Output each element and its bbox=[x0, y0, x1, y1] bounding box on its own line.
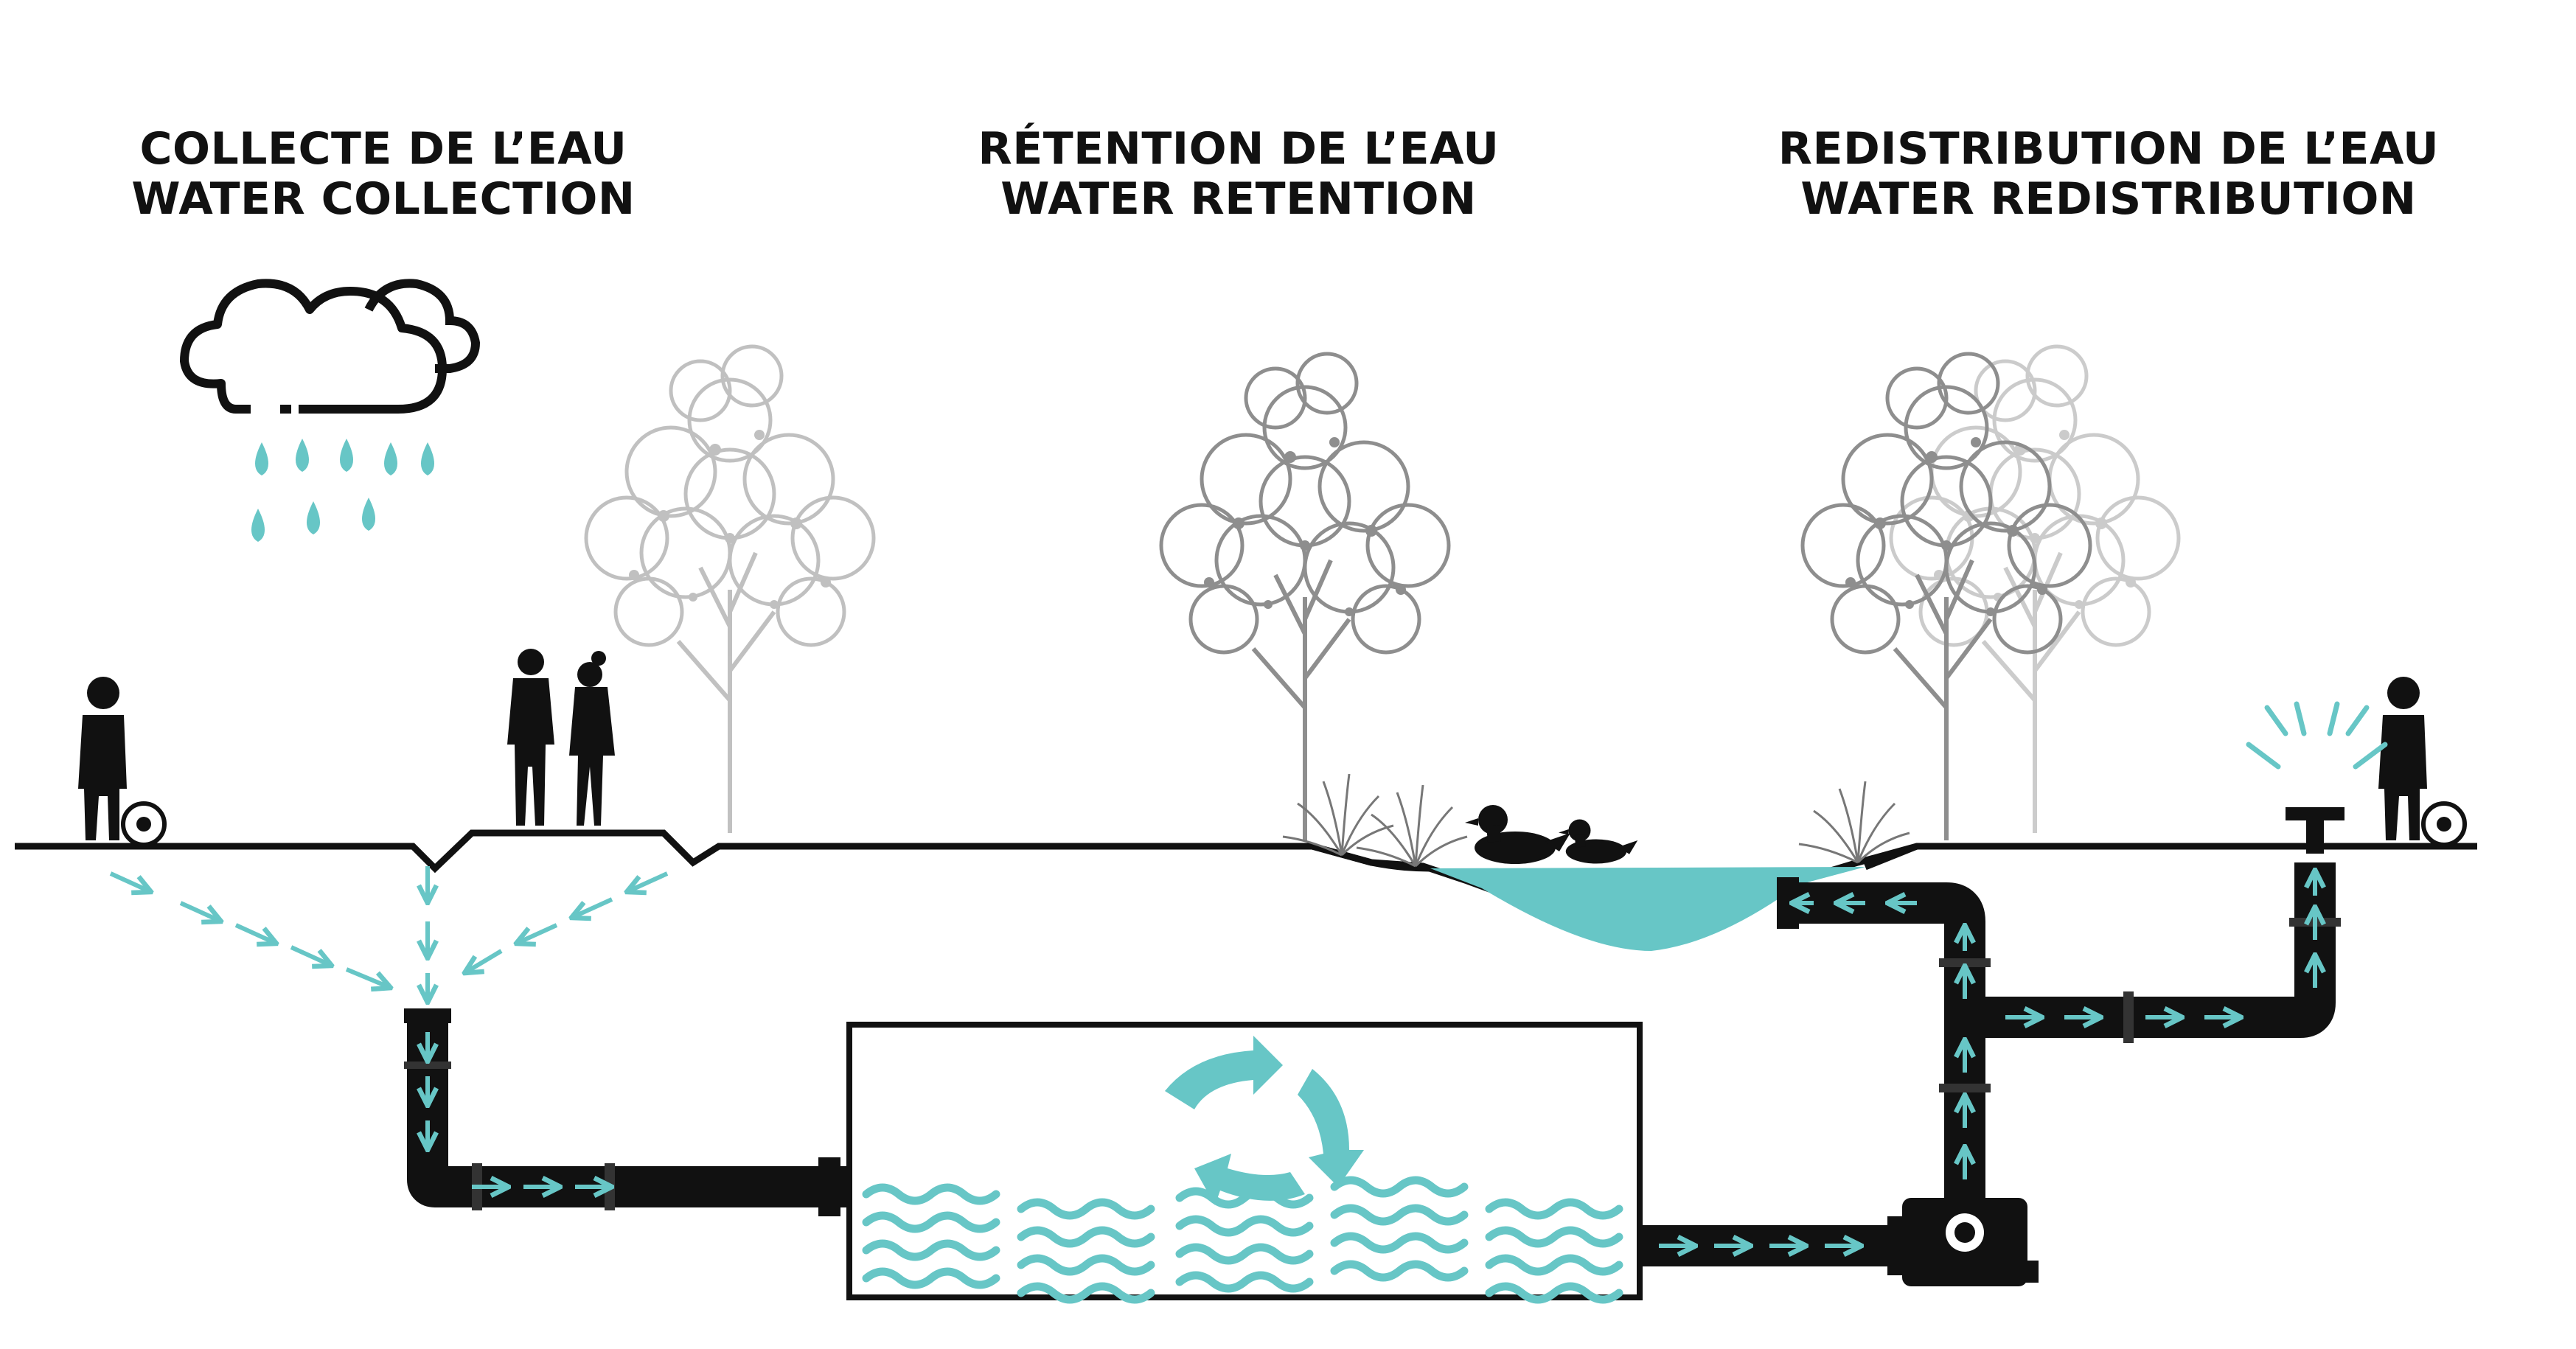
heading-water-retention: RÉTENTION DE L’EAU WATER RETENTION bbox=[958, 124, 1519, 224]
heading-redistribution-en: WATER REDISTRIBUTION bbox=[1800, 173, 2417, 225]
infiltration-arrows bbox=[109, 866, 669, 1003]
person-with-ball-icon bbox=[78, 677, 164, 845]
reeds-icon bbox=[1355, 784, 1469, 868]
ground-line bbox=[15, 829, 2477, 933]
cistern-tank bbox=[846, 1022, 1643, 1300]
tree-icon bbox=[1161, 354, 1449, 840]
heading-water-collection: COLLECTE DE L’EAU WATER COLLECTION bbox=[103, 124, 664, 224]
sprinkler-icon bbox=[2246, 701, 2388, 854]
pump-icon bbox=[1887, 1198, 2039, 1286]
distribution-pipes bbox=[1792, 862, 2336, 1198]
duck-icon bbox=[1559, 820, 1637, 864]
heading-collection-fr: COLLECTE DE L’EAU bbox=[139, 123, 627, 175]
heading-redistribution-fr: REDISTRIBUTION DE L’EAU bbox=[1778, 123, 2440, 175]
tree-icon bbox=[1803, 354, 2090, 840]
collection-pipe bbox=[404, 1008, 848, 1216]
heading-water-redistribution: REDISTRIBUTION DE L’EAU WATER REDISTRIBU… bbox=[1755, 124, 2462, 224]
tree-icon bbox=[586, 346, 874, 833]
rain-cloud-icon bbox=[180, 279, 481, 542]
heading-retention-fr: RÉTENTION DE L’EAU bbox=[978, 123, 1500, 175]
distribution-arrows bbox=[1792, 870, 2315, 1179]
cistern-cycle-icon bbox=[1165, 1036, 1364, 1205]
heading-retention-en: WATER RETENTION bbox=[1000, 173, 1477, 225]
couple-walking-icon bbox=[507, 649, 615, 826]
person-with-ball-icon bbox=[2378, 677, 2465, 845]
heading-collection-en: WATER COLLECTION bbox=[131, 173, 636, 225]
pond bbox=[1430, 867, 1865, 951]
duck-icon bbox=[1465, 805, 1570, 864]
